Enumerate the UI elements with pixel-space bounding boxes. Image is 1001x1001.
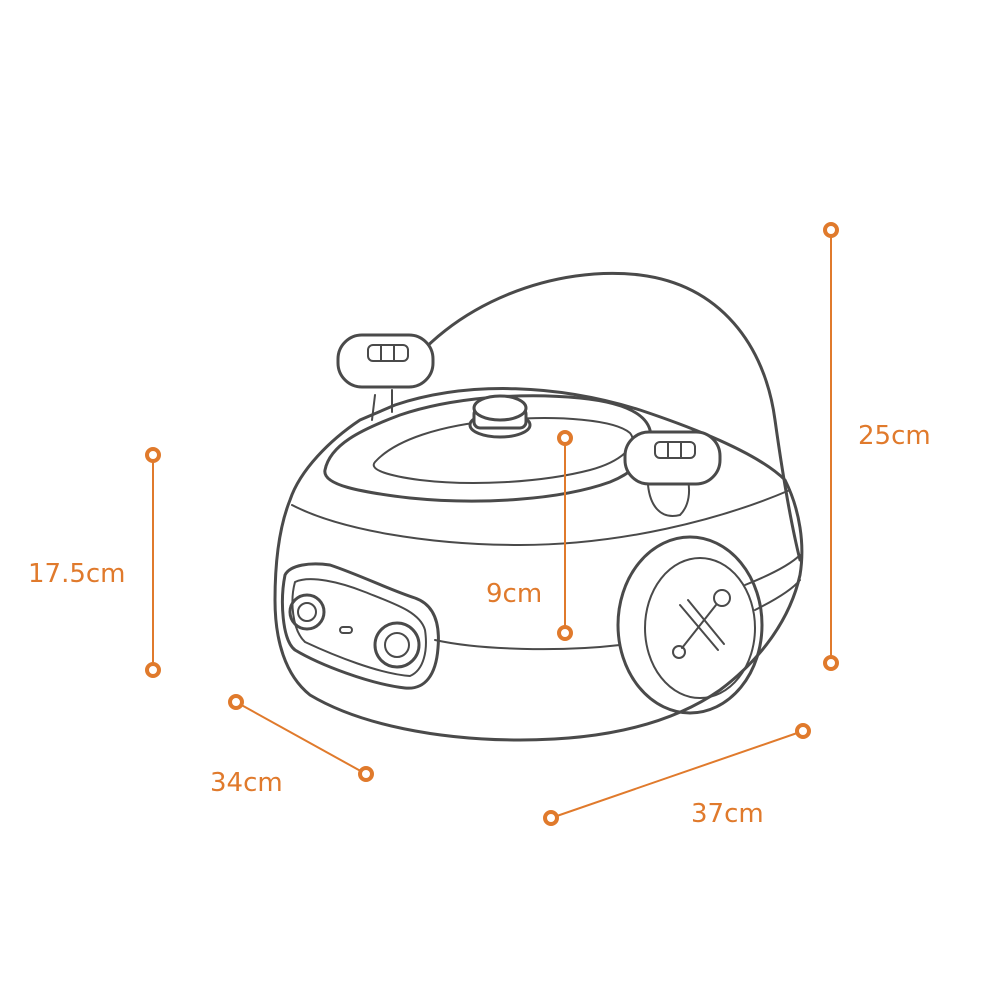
mid-band [434,639,621,651]
side-band [744,554,801,586]
front-panel [280,562,440,690]
dimension-depth: 34cm [210,694,374,798]
seat-height-label: 17.5cm [28,559,126,589]
dimension-bowl-depth: 9cm [486,430,573,641]
rim-band [291,489,791,546]
dimension-width: 37cm [543,723,811,829]
width-label: 37cm [691,799,764,829]
seat-outer [323,394,653,503]
left-eye [288,593,326,631]
left-handle [336,333,435,421]
bowl-depth-label: 9cm [486,579,542,609]
dimension-seat-height: 17.5cm [28,447,161,678]
indicator-light [339,626,353,634]
potty-body [273,387,804,742]
right-handle [623,430,722,517]
backrest [393,271,802,562]
total-height-label: 25cm [858,421,931,451]
wrench-screwdriver-icon [672,589,731,659]
depth-label: 34cm [210,768,283,798]
potty-drawing [273,271,804,742]
dimension-total-height: 25cm [823,222,931,671]
right-eye [373,621,421,669]
knob-top [472,394,528,422]
side-badge [616,535,764,715]
